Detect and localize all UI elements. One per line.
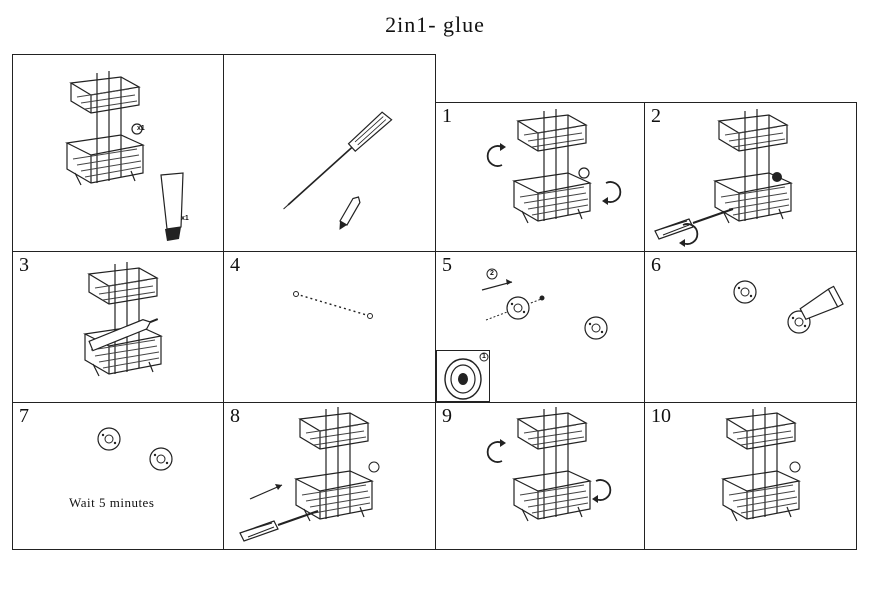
step-6: 6 (644, 251, 857, 403)
pencil-icon (88, 318, 159, 352)
pencil-icon (339, 196, 361, 230)
glue-quantity: x1 (181, 215, 189, 222)
step-1: 1 (435, 102, 645, 252)
marker-label: 1 (482, 353, 486, 360)
rotate-arrow-icon (486, 142, 507, 167)
step-2: 2 (644, 102, 857, 252)
glue-tube-icon (799, 285, 844, 321)
step-number: 1 (442, 105, 452, 127)
screwdriver-icon (654, 208, 734, 240)
step-number: 7 (19, 405, 29, 427)
step-4: 4 (223, 251, 436, 403)
step-3: 3 (12, 251, 224, 403)
screwdriver-icon (283, 111, 393, 210)
screwdriver-icon (239, 510, 319, 542)
step-9: 9 (435, 402, 645, 550)
step-7: 7 Wait 5 minutes (12, 402, 224, 550)
step-number: 8 (230, 405, 240, 427)
step-8: 8 (223, 402, 436, 550)
step-number: 6 (651, 254, 661, 276)
step-10: 10 (644, 402, 857, 550)
mounting-disc-icon (733, 280, 757, 304)
marking-line (295, 293, 371, 317)
step-number: 3 (19, 254, 29, 276)
step-number: 4 (230, 254, 240, 276)
step-number: 2 (651, 105, 661, 127)
rotate-arrow-icon (601, 181, 622, 206)
step-number: 10 (651, 405, 671, 427)
mounting-disc-icon (506, 296, 530, 320)
glue-tube-icon (160, 172, 184, 230)
mounting-disc-icon (149, 447, 173, 471)
mounting-disc-icon (584, 316, 608, 340)
step-5: 5 2 1 (435, 251, 645, 403)
step-number: 9 (442, 405, 452, 427)
mounting-disc-icon (97, 427, 121, 451)
rotate-arrow-icon (486, 438, 507, 463)
rack-quantity: x1 (137, 125, 145, 132)
page-title: 2in1- glue (385, 12, 485, 37)
wait-note: Wait 5 minutes (69, 495, 155, 510)
marker-label: 2 (490, 270, 494, 277)
rotate-arrow-icon (591, 479, 612, 504)
parts-panel: x1 x1 (12, 54, 224, 252)
step-number: 5 (442, 254, 452, 276)
rack-illustration (66, 70, 184, 241)
detail-inset: 1 (436, 350, 490, 402)
tools-panel (223, 54, 436, 252)
